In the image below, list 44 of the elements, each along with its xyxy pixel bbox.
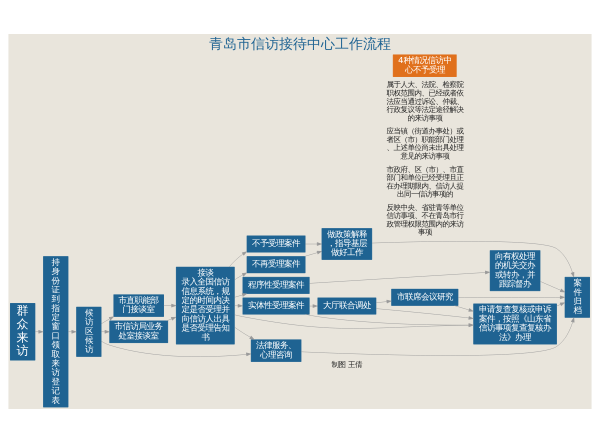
arrow [376, 300, 392, 304]
node-box: 不予受理案件 [246, 236, 306, 253]
arrow [301, 317, 574, 356]
arrow [164, 304, 176, 308]
arrow [234, 327, 255, 340]
node-box: 不再受理案件 [246, 256, 306, 274]
node-box: 群众来访 [10, 303, 36, 361]
arrow [540, 281, 566, 292]
node-box: 4种情况信访中心不予受理 [392, 54, 457, 77]
arrow [234, 293, 248, 298]
node-box: 市信访局业务处室接谈室 [109, 320, 168, 344]
diagram-title: 青岛市信访接待中心工作流程 [209, 36, 391, 53]
node-box: 申请复查复核或申诉案件，按照《山东省信访事项复查复核办法》办理 [473, 304, 557, 344]
arrow [376, 308, 474, 320]
arrow [304, 250, 322, 257]
arrow [101, 316, 114, 324]
arrow [309, 304, 318, 308]
node-box: 持身份证到指定窗口领取来访登记表 [43, 256, 68, 408]
arrow [305, 242, 322, 246]
node-box: 法律服务、心理咨询 [250, 339, 302, 362]
arrow [166, 316, 176, 321]
arrow [234, 272, 248, 280]
node-box: 市直职能部门接谈室 [113, 294, 164, 317]
arrow [305, 314, 474, 327]
node-box: 程序性受理案件 [242, 276, 310, 294]
node-box: 市联席会议研究 [391, 288, 458, 306]
node-box: 向有权处理的机关交办或转办，并跟踪督办 [490, 250, 540, 292]
arrow [234, 314, 474, 329]
arrow [228, 251, 248, 268]
arrow [372, 241, 574, 278]
node-box: 案件归档 [564, 276, 590, 318]
arrow [454, 305, 474, 312]
node-box: 实体性受理案件 [242, 298, 310, 315]
arrow [309, 270, 490, 284]
node-box: 接谈 录入全国信访信息系统，规定的时间内决定是否受理并向信访人出具是否受理告知书 [176, 266, 235, 344]
node-box: 做政策解释，指导基层做好工作 [322, 228, 372, 260]
node-box: 大厅联合调处 [317, 298, 376, 315]
arrow [556, 302, 566, 306]
arrow [34, 330, 44, 334]
arrow [101, 341, 252, 357]
arrow [234, 304, 243, 308]
arrow [68, 330, 76, 334]
arrow [458, 296, 565, 300]
node-box: 候访区候访 [76, 306, 102, 357]
